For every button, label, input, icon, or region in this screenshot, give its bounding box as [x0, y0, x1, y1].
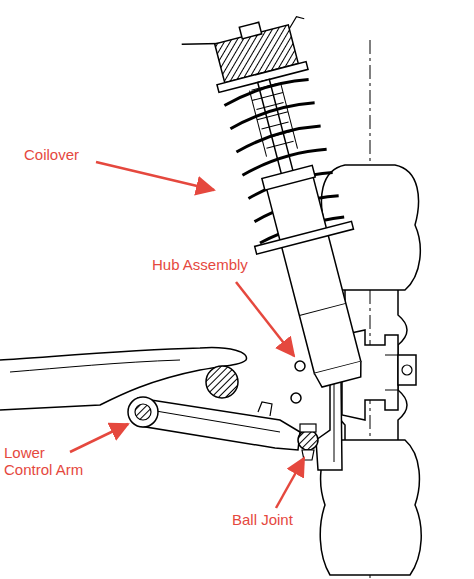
- part-label: Hub Assembly: [152, 256, 282, 273]
- subframe: [0, 348, 247, 410]
- lower-control-arm: [138, 398, 300, 450]
- part-label: Ball Joint: [232, 511, 332, 528]
- ball-joint: [298, 430, 318, 450]
- leader-lines: [70, 162, 304, 508]
- sway-bar-bushing: [206, 366, 238, 398]
- coilover-illustration: [181, 11, 394, 400]
- part-label: Coilover: [24, 146, 104, 163]
- part-label: Lower Control Arm: [4, 444, 92, 478]
